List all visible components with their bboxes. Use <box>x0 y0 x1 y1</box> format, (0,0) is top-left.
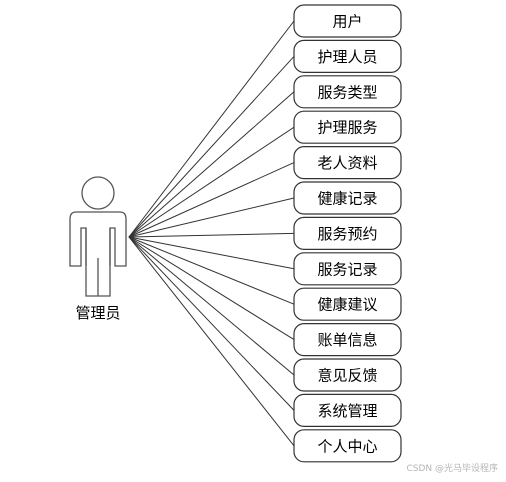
use-case-box: 服务预约 <box>293 216 402 250</box>
connector-line <box>128 162 295 238</box>
use-case-label: 用户 <box>332 13 362 31</box>
use-case-label: 服务预约 <box>317 225 377 243</box>
use-case-box: 健康建议 <box>293 287 402 321</box>
connector-lines <box>128 20 295 447</box>
use-case-box: 服务记录 <box>293 252 402 286</box>
actor-label: 管理员 <box>75 304 120 322</box>
connector-line <box>128 236 295 305</box>
use-case-label: 护理服务 <box>317 119 377 137</box>
use-case-rect <box>293 429 402 463</box>
use-case-box: 健康记录 <box>293 181 402 215</box>
use-case-label: 服务类型 <box>317 83 377 101</box>
use-case-rect <box>293 39 402 74</box>
use-case-rect <box>293 146 402 180</box>
use-case-rect <box>293 110 402 144</box>
use-case-box: 老人资料 <box>293 146 402 180</box>
connector-line <box>128 236 295 270</box>
connector-line <box>128 126 295 238</box>
use-case-label: 健康建议 <box>317 296 377 314</box>
use-case-rect <box>293 323 402 357</box>
use-case-rect <box>293 181 402 215</box>
use-case-label: 老人资料 <box>317 154 377 172</box>
use-case-rect <box>293 216 402 250</box>
use-case-box: 系统管理 <box>293 393 402 427</box>
connector-line <box>128 236 295 341</box>
use-case-box: 护理服务 <box>293 110 402 144</box>
use-case-box: 意见反馈 <box>293 358 402 392</box>
use-case-box: 护理人员 <box>293 39 402 74</box>
connector-line <box>128 236 295 411</box>
use-case-box: 账单信息 <box>293 323 402 357</box>
use-case-label: 系统管理 <box>317 402 377 420</box>
watermark: CSDN @光马毕设程序 <box>406 464 498 474</box>
use-case-label: 意见反馈 <box>317 367 377 385</box>
use-case-rect <box>293 75 402 109</box>
use-case-label: 账单信息 <box>317 331 377 349</box>
connector-line <box>128 236 295 447</box>
use-case-label: 服务记录 <box>317 260 377 278</box>
connector-line <box>128 232 295 238</box>
use-case-rect <box>293 358 402 392</box>
connector-line <box>128 91 295 238</box>
use-case-list: 用户护理人员服务类型护理服务老人资料健康记录服务预约服务记录健康建议账单信息意见… <box>293 4 402 463</box>
use-case-rect <box>293 252 402 286</box>
use-case-rect <box>293 393 402 427</box>
use-case-label: 个人中心 <box>317 437 377 455</box>
use-case-label: 护理人员 <box>317 48 377 66</box>
connector-line <box>128 56 295 238</box>
use-case-label: 健康记录 <box>317 190 377 208</box>
use-case-rect <box>293 4 402 38</box>
use-case-box: 用户 <box>293 4 402 38</box>
use-case-box: 服务类型 <box>293 75 402 109</box>
connector-line <box>128 236 295 376</box>
use-case-box: 个人中心 <box>293 429 402 463</box>
actor-figure: 管理员 <box>69 176 127 322</box>
connector-line <box>128 197 295 238</box>
person-icon <box>69 176 127 297</box>
use-case-rect <box>293 287 402 321</box>
connector-line <box>128 20 295 238</box>
